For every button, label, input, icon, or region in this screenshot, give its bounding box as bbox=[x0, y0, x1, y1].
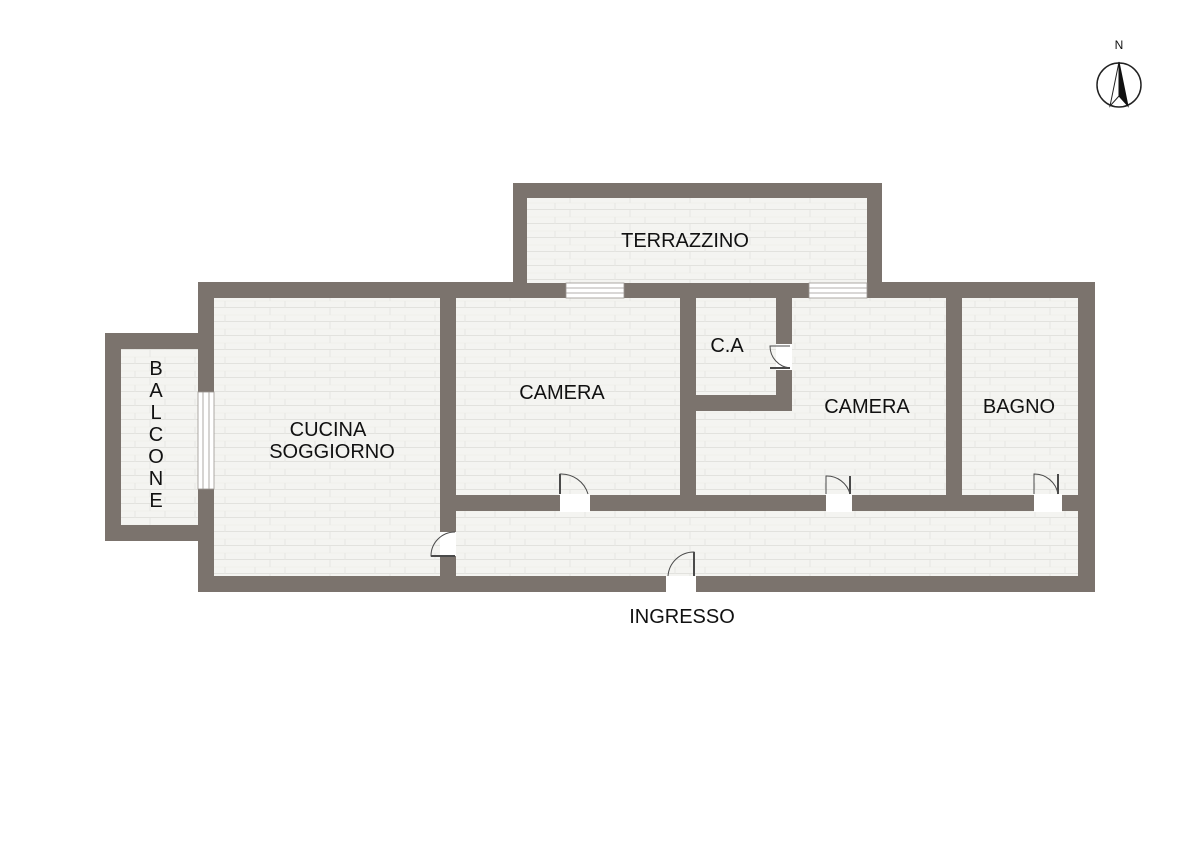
room-labels: TERRAZZINO CUCINA SOGGIORNO CAMERA C.A C… bbox=[148, 230, 1055, 628]
north-arrow-icon bbox=[1096, 61, 1142, 108]
door-camera-2 bbox=[825, 475, 852, 512]
label-bagno: BAGNO bbox=[983, 396, 1055, 418]
floor-bagno bbox=[962, 298, 1078, 495]
floor-balcone bbox=[121, 349, 198, 525]
balcone-letter: L bbox=[150, 402, 161, 424]
label-camera-2: CAMERA bbox=[824, 396, 910, 418]
floor-camera-1 bbox=[456, 298, 680, 495]
balcone-letter: N bbox=[149, 468, 163, 490]
compass: N bbox=[1096, 38, 1142, 108]
doors bbox=[430, 344, 1062, 592]
label-cucina-line2: SOGGIORNO bbox=[269, 441, 395, 463]
floors bbox=[121, 198, 1078, 576]
windows bbox=[197, 282, 868, 490]
floor-ingresso bbox=[456, 511, 1078, 576]
balcone-letter: A bbox=[149, 380, 163, 402]
floor-cucina bbox=[214, 298, 440, 576]
door-bagno bbox=[1033, 473, 1062, 512]
window-terrazzino-camera-1 bbox=[565, 282, 625, 299]
door-ingresso bbox=[666, 551, 696, 592]
floor-terrazzino bbox=[527, 198, 867, 283]
label-camera-1: CAMERA bbox=[519, 382, 605, 404]
label-balcone: B A L C O N E bbox=[148, 358, 164, 512]
balcone-letter: B bbox=[149, 358, 162, 380]
door-cucina bbox=[430, 531, 456, 557]
balcone-letter: C bbox=[149, 424, 163, 446]
label-ingresso: INGRESSO bbox=[629, 606, 735, 628]
window-terrazzino-camera-2 bbox=[808, 282, 868, 299]
door-ca bbox=[769, 344, 792, 370]
compass-label: N bbox=[1115, 38, 1124, 52]
floor-ca bbox=[696, 298, 776, 395]
label-cucina-line1: CUCINA bbox=[290, 419, 367, 441]
balcone-letter: O bbox=[148, 446, 164, 468]
label-ca: C.A bbox=[710, 335, 744, 357]
door-camera-1 bbox=[559, 473, 590, 512]
balcone-letter: E bbox=[149, 490, 162, 512]
label-terrazzino: TERRAZZINO bbox=[621, 230, 749, 252]
window-balcone bbox=[197, 391, 215, 490]
floor-camera-2 bbox=[696, 298, 946, 495]
